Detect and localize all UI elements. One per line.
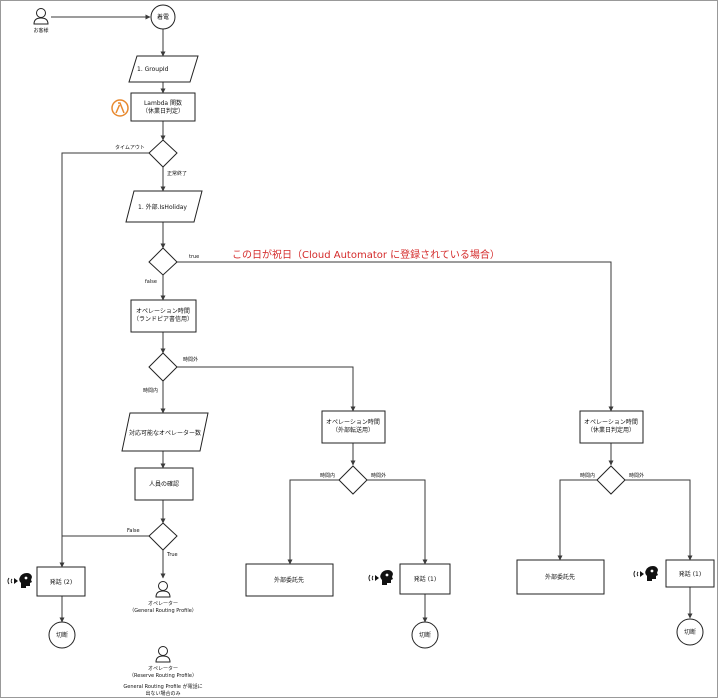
op-hours-mid-label-1: オペレーション時間 <box>326 418 380 426</box>
disconnect-mid-node: 切断 <box>411 621 439 649</box>
available-operators-label: 対応可能なオペレーター数 <box>129 429 201 437</box>
op-hours-left-label-1: オペレーション時間 <box>136 307 190 315</box>
reserve-note-label-2: 出ない場合のみ <box>145 690 180 697</box>
edge-label-in-hours-left: 時間内 <box>143 387 158 394</box>
speak-2-label: 発話 (2) <box>50 578 72 586</box>
lambda-icon <box>111 99 129 117</box>
op-hours-mid-node: オペレーション時間 （外部転送用） <box>321 410 386 444</box>
edge-label-timeout: タイムアウト <box>115 144 145 151</box>
decision-lambda <box>148 139 178 168</box>
disconnect-left-node: 切断 <box>48 621 76 649</box>
speak-2-node: 発話 (2) <box>7 566 86 597</box>
edge-labels: タイムアウト 正常終了 true false 時間外 時間内 False Tru… <box>115 144 644 558</box>
edge-label-normal-end: 正常終了 <box>167 170 187 177</box>
op-hours-mid-label-2: （外部転送用） <box>332 426 374 434</box>
edge-label-after-hours-left: 時間外 <box>183 356 198 363</box>
speaking-head-icon <box>368 569 394 586</box>
operator-general-node: オペレーター （General Routing Profile） <box>129 581 197 614</box>
external-mid-node: 外部委託先 <box>245 563 334 597</box>
lambda-label-2: （休業日判定） <box>142 107 184 115</box>
staffing-check-label: 人員の確認 <box>149 480 179 488</box>
isholiday-label: 1. 外部.IsHoliday <box>138 203 187 211</box>
edge-label-in-hours-mid: 時間内 <box>320 472 335 479</box>
edge-label-false-holiday: false <box>145 279 157 285</box>
op-hours-right-node: オペレーション時間 （休業日判定用） <box>579 410 644 444</box>
op-hours-left-node: オペレーション時間 （ランドピア書信用） <box>130 299 197 333</box>
decision-staffing <box>148 522 178 551</box>
speak-1-right-node: 発話 (1) <box>633 559 715 588</box>
person-icon <box>33 8 49 25</box>
edge-label-after-hours-mid: 時間外 <box>371 472 386 479</box>
speaking-head-icon <box>7 572 33 589</box>
edge-label-after-hours-right: 時間外 <box>629 472 644 479</box>
op-hours-left-label-2: （ランドピア書信用） <box>133 315 193 323</box>
groupid-node: 1. GroupId <box>128 55 199 83</box>
reserve-note-label-1: General Routing Profile が電話に <box>123 683 202 690</box>
operator-reserve-label-2: （Reserve Routing Profile） <box>129 673 197 679</box>
disconnect-right-label: 切断 <box>684 628 696 636</box>
operator-general-label-2: （General Routing Profile） <box>129 608 197 614</box>
edge-label-in-hours-right: 時間内 <box>580 472 595 479</box>
edge-label-false-staff: False <box>127 528 140 534</box>
op-hours-right-label-1: オペレーション時間 <box>584 418 638 426</box>
edges <box>51 14 693 623</box>
person-icon <box>155 581 171 598</box>
decision-hours-left <box>148 352 178 382</box>
incoming-call-node: 着電 <box>150 4 176 30</box>
external-right-label: 外部委託先 <box>545 573 575 581</box>
disconnect-left-label: 切断 <box>56 631 68 639</box>
operator-reserve-node: オペレーター （Reserve Routing Profile） General… <box>123 646 203 697</box>
external-right-node: 外部委託先 <box>516 559 605 595</box>
incoming-call-label: 着電 <box>157 13 169 21</box>
external-mid-label: 外部委託先 <box>274 576 304 584</box>
decision-hours-mid <box>338 465 368 495</box>
op-hours-right-label-2: （休業日判定用） <box>587 426 635 434</box>
customer-node: お客様 <box>33 8 49 34</box>
speak-1-mid-node: 発話 (1) <box>368 563 451 595</box>
speak-1-right-label: 発話 (1) <box>679 570 701 578</box>
operator-general-label-1: オペレーター <box>148 600 178 607</box>
operator-reserve-label-1: オペレーター <box>148 665 178 672</box>
customer-label: お客様 <box>33 27 48 34</box>
edge-label-true-staff: True <box>166 552 178 558</box>
available-operators-node: 対応可能なオペレーター数 <box>121 412 209 452</box>
lambda-node: Lambda 関数 （休業日判定） <box>111 92 196 122</box>
lambda-label-1: Lambda 関数 <box>144 99 182 107</box>
groupid-label: 1. GroupId <box>137 66 169 73</box>
speaking-head-icon <box>633 565 659 582</box>
decision-hours-right <box>596 465 626 495</box>
disconnect-right-node: 切断 <box>676 618 704 646</box>
disconnect-mid-label: 切断 <box>419 631 431 639</box>
staffing-check-node: 人員の確認 <box>134 467 194 501</box>
speak-1-mid-label: 発話 (1) <box>414 575 436 583</box>
isholiday-node: 1. 外部.IsHoliday <box>125 190 203 223</box>
decision-holiday <box>148 247 178 276</box>
edge-label-true-holiday: true <box>189 254 199 260</box>
holiday-annotation: この日が祝日（Cloud Automator に登録されている場合） <box>232 248 500 261</box>
person-icon <box>155 646 171 663</box>
